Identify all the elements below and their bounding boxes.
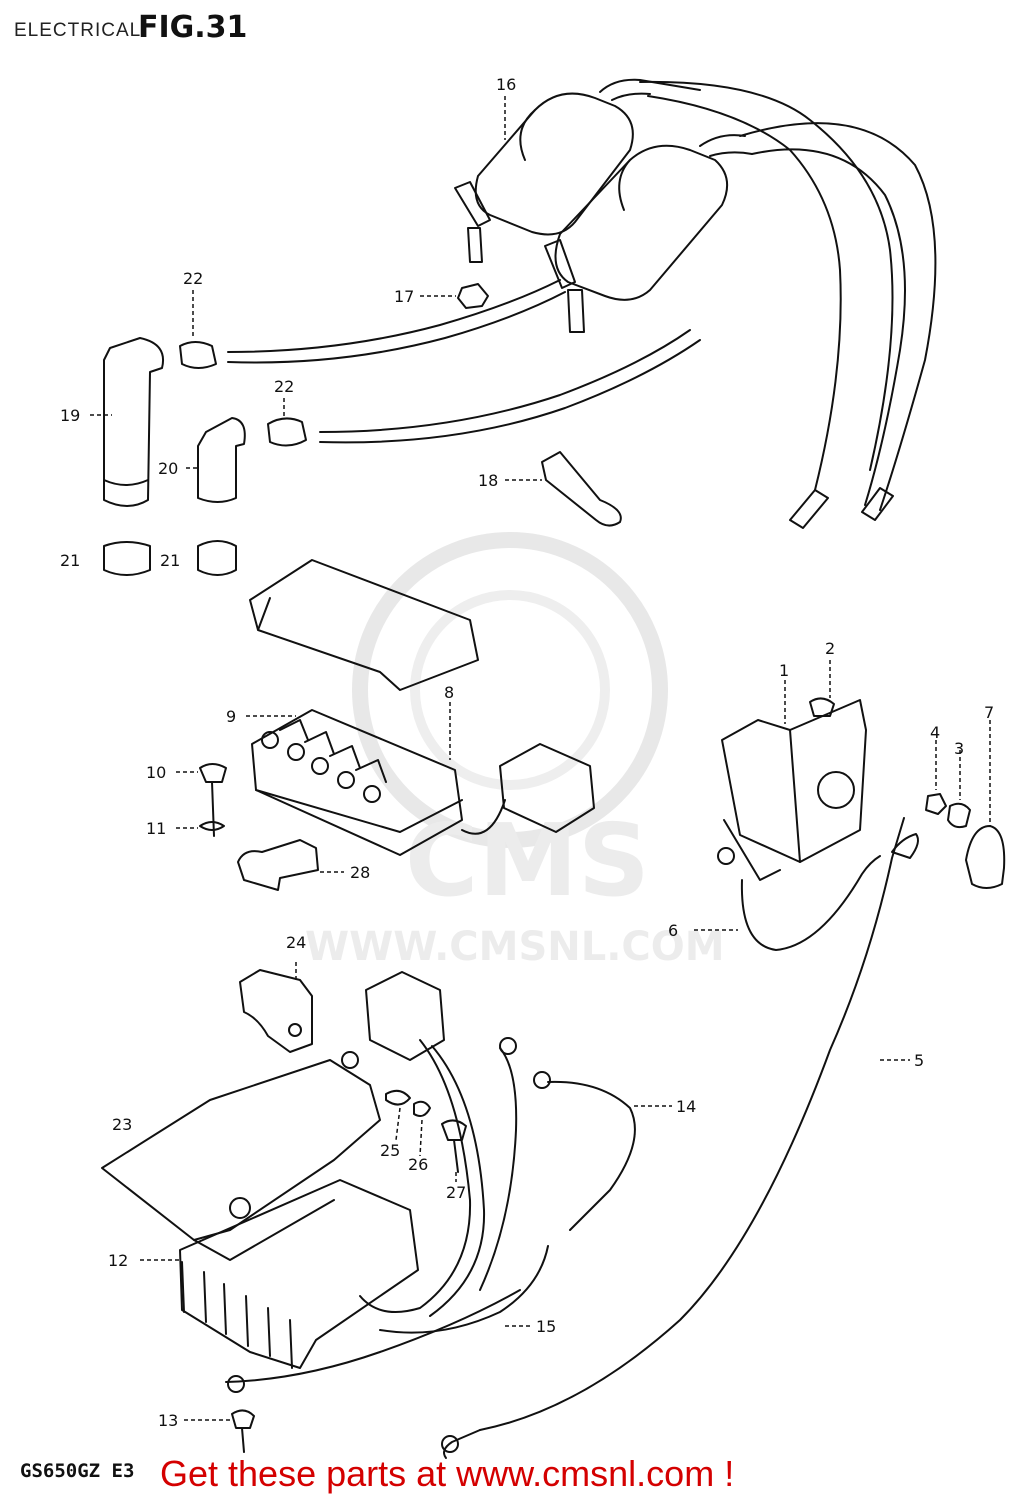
fuse-box-cover <box>249 559 479 691</box>
callout-24: 24 <box>286 933 306 952</box>
figure-number: FIG.31 <box>138 10 248 45</box>
callout-25: 27 <box>446 1183 466 1202</box>
callout-28: 28 <box>350 863 370 882</box>
ht-lead-upper <box>227 279 561 353</box>
callout-5: 5 <box>914 1051 924 1070</box>
plug-cap-19 <box>103 337 164 507</box>
nut-3 <box>947 802 971 829</box>
watermark-url: WWW.CMSNL.COM <box>305 924 725 970</box>
callout-13: 13 <box>158 1411 178 1430</box>
callout-15: 15 <box>536 1317 556 1336</box>
suppressor-22-upper <box>179 341 217 369</box>
screw-2 <box>809 697 835 717</box>
callout-18: 18 <box>478 471 498 490</box>
ground-lead-14 <box>547 1080 636 1231</box>
bolt-25 <box>441 1119 467 1173</box>
starter-relay-1 <box>717 699 867 881</box>
model-code: GS650GZ E3 <box>20 1460 135 1482</box>
wire-end <box>861 487 894 521</box>
callout-20: 20 <box>158 459 178 478</box>
plate-23 <box>101 1059 381 1241</box>
callout-16: 16 <box>496 75 516 94</box>
callout-17: 17 <box>394 287 414 306</box>
terminal-18 <box>541 451 622 527</box>
section-title: ELECTRICAL <box>14 20 142 41</box>
lockwasher-26 <box>413 1100 431 1117</box>
fuse-box-connector <box>499 743 595 833</box>
callout-8: 8 <box>444 683 454 702</box>
callout-23: 23 <box>112 1115 132 1134</box>
callout-1: 1 <box>779 661 789 680</box>
callout-19: 19 <box>60 406 80 425</box>
lead-5 <box>891 833 919 859</box>
regulator-coupler <box>365 971 445 1061</box>
seal-21-left <box>103 541 151 576</box>
callout-12: 12 <box>108 1251 128 1270</box>
nut-17 <box>457 283 489 309</box>
callout-2: 2 <box>825 639 835 658</box>
callout-10: 10 <box>146 763 166 782</box>
callout-4: 4 <box>930 723 940 742</box>
callout-14: 14 <box>676 1097 696 1116</box>
bolt-10 <box>199 763 227 837</box>
cap-7 <box>965 825 1006 889</box>
washer-11 <box>199 821 225 831</box>
promo-link[interactable]: Get these parts at www.cmsnl.com ! <box>160 1453 735 1494</box>
wire-end <box>789 489 829 529</box>
callout-26: 26 <box>408 1155 428 1174</box>
callout-21-right: 21 <box>160 551 180 570</box>
callout-7: 7 <box>984 703 994 722</box>
callout-22-upper: 22 <box>183 269 203 288</box>
lead-15 <box>379 1245 549 1334</box>
bracket-28 <box>237 839 319 891</box>
regulator-12 <box>179 1179 419 1369</box>
callout-27: 25 <box>380 1141 400 1160</box>
seal-21-right <box>197 540 237 576</box>
callout-11: 11 <box>146 819 166 838</box>
ht-lead-lower <box>319 329 691 433</box>
bracket-24 <box>239 969 313 1053</box>
lead-6 <box>740 855 881 951</box>
callout-6: 6 <box>668 921 678 940</box>
callout-3: 3 <box>954 739 964 758</box>
fuse-box-8 <box>251 709 463 856</box>
watermark: CMS WWW.CMSNL.COM <box>305 532 725 970</box>
callout-22-lower: 22 <box>274 377 294 396</box>
plug-cap-20 <box>197 417 246 503</box>
ignition-coil-front <box>544 122 937 511</box>
ignition-coil-16 <box>454 78 894 491</box>
washer-27 <box>385 1089 411 1106</box>
nut-4 <box>925 793 947 815</box>
bolt-13 <box>231 1409 255 1453</box>
callout-21-left: 21 <box>60 551 80 570</box>
callout-9: 9 <box>226 707 236 726</box>
suppressor-22-lower <box>267 417 307 447</box>
watermark-logo: CMS <box>405 802 650 919</box>
